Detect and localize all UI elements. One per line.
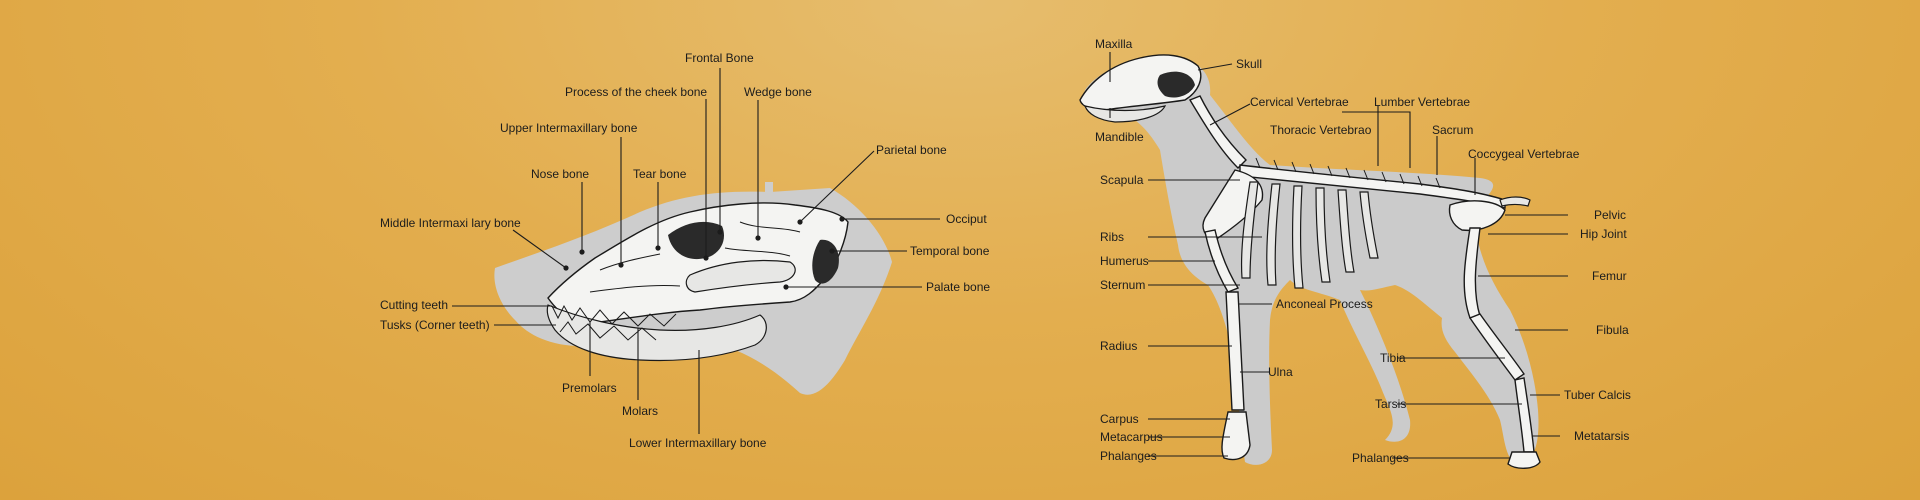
upper-teeth <box>551 304 677 327</box>
spine <box>1239 164 1506 209</box>
label-cutting-teeth: Cutting teeth <box>380 298 448 312</box>
label-tibia: Tibia <box>1380 351 1406 365</box>
skull-diagram <box>494 182 892 395</box>
label-lower-intermaxillary-bone: Lower Intermaxillary bone <box>629 436 767 450</box>
dog-skull-shadow <box>1157 71 1195 98</box>
label-tear-bone: Tear bone <box>633 167 687 181</box>
dog-mandible <box>1084 105 1167 123</box>
tail-base <box>1499 196 1531 207</box>
label-phalanges-hind: Phalanges <box>1352 451 1409 465</box>
skeleton-text: Maxilla Skull Cervical Vertebrae Lumber … <box>1095 37 1631 465</box>
label-tuber-calcis: Tuber Calcis <box>1564 388 1631 402</box>
label-lumbar-vertebrae: Lumber Vertebrae <box>1374 95 1470 109</box>
cervical-spine <box>1188 95 1247 169</box>
rib-cage <box>1240 181 1379 289</box>
label-femur: Femur <box>1592 269 1627 283</box>
label-sacrum: Sacrum <box>1432 123 1473 137</box>
label-upper-intermaxillary-bone: Upper Intermaxillary bone <box>500 121 638 135</box>
label-maxilla: Maxilla <box>1095 37 1133 51</box>
label-phalanges-front: Phalanges <box>1100 449 1157 463</box>
radius-ulna-bone <box>1225 291 1245 411</box>
lower-jaw <box>546 304 767 362</box>
body-silhouette <box>1084 57 1539 465</box>
label-coccygeal-vertebrae: Coccygeal Vertebrae <box>1468 147 1580 161</box>
label-middle-intermaxillary-bone: Middle Intermaxi lary bone <box>380 216 521 230</box>
label-nose-bone: Nose bone <box>531 167 589 181</box>
label-humerus: Humerus <box>1100 254 1149 268</box>
label-ulna: Ulna <box>1268 365 1293 379</box>
label-wedge-bone: Wedge bone <box>744 85 812 99</box>
label-tarsis: Tarsis <box>1375 397 1406 411</box>
label-metatarsis: Metatarsis <box>1574 429 1629 443</box>
dog-skeleton-diagram <box>1079 54 1541 469</box>
label-metacarpus: Metacarpus <box>1100 430 1163 444</box>
label-cervical-vertebrae: Cervical Vertebrae <box>1250 95 1349 109</box>
label-pelvic: Pelvic <box>1594 208 1626 222</box>
label-thoracic-vertebrae: Thoracic Vertebrao <box>1270 123 1372 137</box>
orbit-shadow <box>668 221 725 260</box>
tibia-bone <box>1468 313 1525 381</box>
label-process-cheek-bone: Process of the cheek bone <box>565 85 707 99</box>
label-premolars: Premolars <box>562 381 617 395</box>
spine-processes <box>1255 157 1441 189</box>
label-molars: Molars <box>622 404 658 418</box>
label-mandible: Mandible <box>1095 130 1144 144</box>
label-anconeal-process: Anconeal Process <box>1276 297 1373 311</box>
skull-dots <box>563 216 845 290</box>
pelvis-bone <box>1448 200 1506 232</box>
label-hip-joint: Hip Joint <box>1580 227 1627 241</box>
skeleton-leaders <box>1109 52 1568 459</box>
label-skull: Skull <box>1236 57 1262 71</box>
label-parietal-bone: Parietal bone <box>876 143 947 157</box>
lower-teeth <box>559 321 657 341</box>
label-occiput: Occiput <box>946 212 987 226</box>
skull-texture <box>589 221 801 293</box>
label-sternum: Sternum <box>1100 278 1145 292</box>
label-frontal-bone: Frontal Bone <box>685 51 754 65</box>
skull-top-notch <box>765 182 773 192</box>
skull-leaders <box>452 68 940 434</box>
label-ribs: Ribs <box>1100 230 1124 244</box>
humerus-bone <box>1204 229 1240 293</box>
label-radius: Radius <box>1100 339 1137 353</box>
label-scapula: Scapula <box>1100 173 1144 187</box>
label-fibula: Fibula <box>1596 323 1629 337</box>
front-paw <box>1221 411 1251 461</box>
skull-text: Frontal Bone Process of the cheek bone W… <box>380 51 990 450</box>
label-palate-bone: Palate bone <box>926 280 990 294</box>
label-temporal-bone: Temporal bone <box>910 244 990 258</box>
label-tusks: Tusks (Corner teeth) <box>380 318 490 332</box>
label-carpus: Carpus <box>1100 412 1139 426</box>
hind-paw <box>1507 451 1541 469</box>
cheek-arch <box>685 259 796 293</box>
